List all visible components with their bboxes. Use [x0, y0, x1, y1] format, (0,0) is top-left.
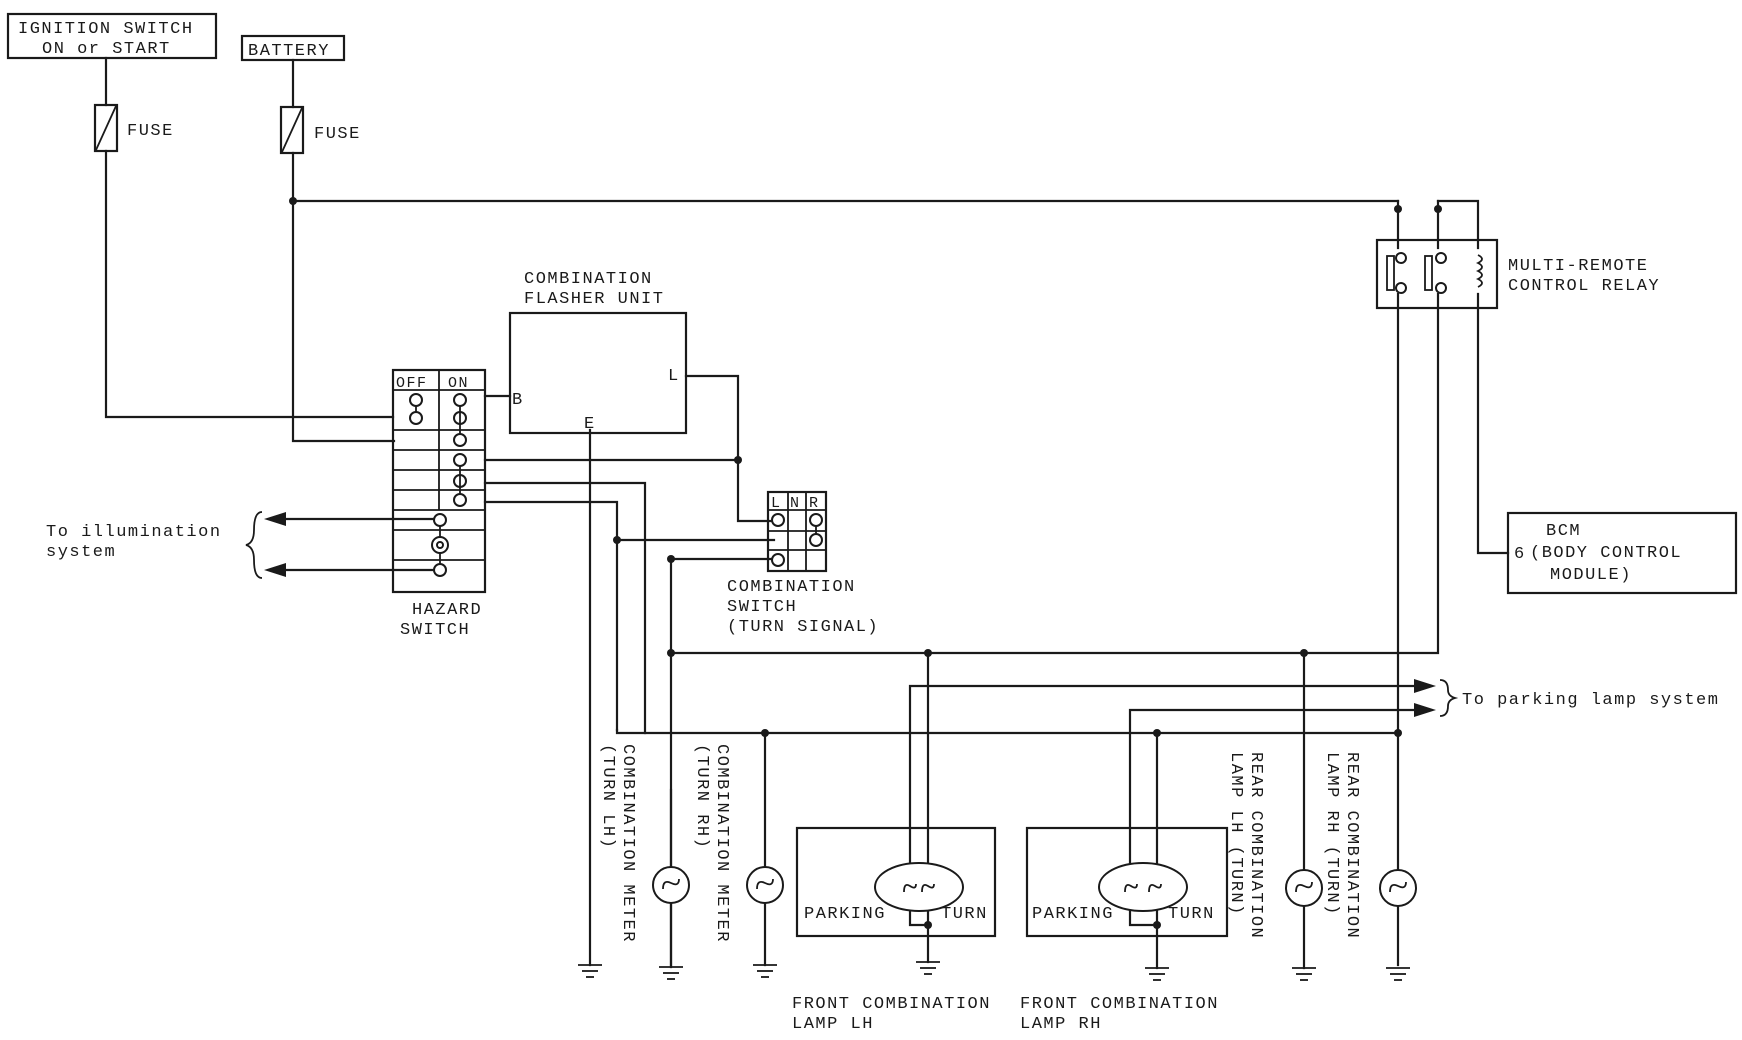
turnsw-n-label: N	[790, 495, 801, 512]
fuse-battery: FUSE	[279, 105, 361, 155]
front-combination-lamp-rh: PARKING TURN FRONT COMBINATION LAMP RH	[1020, 826, 1229, 1034]
front-rh-label-2: LAMP RH	[1020, 1015, 1102, 1034]
parking-system-label: To parking lamp system	[1462, 691, 1719, 710]
front-lh-turn: TURN	[941, 905, 988, 924]
turnsw-label-2: SWITCH	[727, 598, 797, 617]
meter-lh-label-2: (TURN LH)	[598, 744, 617, 849]
bulb-meter-lh	[652, 866, 690, 904]
combination-flasher-unit: COMBINATION FLASHER UNIT B L E	[508, 270, 688, 435]
battery-box: BATTERY	[240, 34, 346, 62]
ignition-label-2: ON or START	[42, 40, 171, 59]
flasher-terminal-l: L	[668, 367, 680, 386]
turnsw-r-label: R	[809, 495, 820, 512]
fuse-ignition: FUSE	[93, 103, 174, 153]
ignition-switch-box: IGNITION SWITCH ON or START	[6, 12, 218, 60]
ground-flasher	[578, 964, 602, 978]
flasher-terminal-b: B	[512, 391, 524, 410]
hazard-label-2: SWITCH	[400, 621, 470, 640]
parking-lamp-arrows: To parking lamp system	[1414, 679, 1719, 717]
ground-rear-lh	[1292, 967, 1316, 981]
multi-remote-control-relay: MULTI-REMOTE CONTROL RELAY	[1375, 238, 1660, 310]
illumination-label-2: system	[46, 543, 116, 562]
rear-lh-label-2: LAMP LH (TURN)	[1226, 752, 1245, 916]
bcm-pin: 6	[1514, 545, 1526, 564]
ground-rear-rh	[1386, 967, 1410, 981]
hazard-label-1: HAZARD	[412, 601, 482, 620]
ground-symbols	[578, 961, 1410, 981]
bcm-label-3: MODULE)	[1550, 566, 1632, 585]
turnsw-l-label: L	[771, 495, 782, 512]
flasher-label-2: FLASHER UNIT	[524, 290, 664, 309]
front-rh-turn: TURN	[1168, 905, 1215, 924]
turnsw-label-3: (TURN SIGNAL)	[727, 618, 879, 637]
junctions	[289, 197, 1442, 929]
front-lh-label-1: FRONT COMBINATION	[792, 995, 991, 1014]
ignition-label-1: IGNITION SWITCH	[18, 20, 194, 39]
meter-rh-label-2: (TURN RH)	[692, 744, 711, 849]
relay-label-2: CONTROL RELAY	[1508, 277, 1660, 296]
battery-label: BATTERY	[248, 42, 330, 61]
front-lh-parking: PARKING	[804, 905, 886, 924]
vertical-labels: COMBINATION METER (TURN LH) COMBINATION …	[598, 744, 1361, 943]
ground-front-rh	[1145, 967, 1169, 981]
bulb-rear-lh	[1285, 869, 1323, 907]
illumination-label-1: To illumination	[46, 523, 222, 542]
combination-switch-turn-signal: L N R COMBINATION SWITCH (TURN SIGNAL)	[727, 490, 879, 637]
wiring	[104, 56, 1510, 970]
hazard-on-label: ON	[448, 375, 469, 392]
rear-rh-label-2: LAMP RH (TURN)	[1322, 752, 1341, 916]
bcm-label-1: BCM	[1546, 522, 1581, 541]
bcm-body-control-module: 6 BCM (BODY CONTROL MODULE)	[1506, 511, 1738, 595]
rear-lh-label-1: REAR COMBINATION	[1246, 752, 1265, 939]
fuse-ignition-label: FUSE	[127, 122, 174, 141]
meter-rh-label-1: COMBINATION METER	[712, 744, 731, 943]
front-rh-label-1: FRONT COMBINATION	[1020, 995, 1219, 1014]
turnsw-label-1: COMBINATION	[727, 578, 856, 597]
rear-rh-label-1: REAR COMBINATION	[1342, 752, 1361, 939]
illumination-arrows: To illumination system	[46, 511, 286, 579]
front-lh-label-2: LAMP LH	[792, 1015, 874, 1034]
relay-label-1: MULTI-REMOTE	[1508, 257, 1648, 276]
flasher-label-1: COMBINATION	[524, 270, 653, 289]
bulb-rear-rh	[1379, 869, 1417, 907]
hazard-switch: OFF ON HAZARD SWITCH	[391, 368, 487, 640]
meter-lh-label-1: COMBINATION METER	[618, 744, 637, 943]
flasher-terminal-e: E	[584, 415, 596, 434]
ground-front-lh	[916, 961, 940, 975]
front-rh-parking: PARKING	[1032, 905, 1114, 924]
fuse-battery-label: FUSE	[314, 125, 361, 144]
bulb-meter-rh	[746, 866, 784, 904]
front-combination-lamp-lh: PARKING TURN FRONT COMBINATION LAMP LH	[792, 826, 997, 1034]
ground-meter-lh	[659, 966, 683, 980]
bcm-label-2: (BODY CONTROL	[1530, 544, 1682, 563]
hazard-off-label: OFF	[396, 375, 428, 392]
ground-meter-rh	[753, 964, 777, 978]
